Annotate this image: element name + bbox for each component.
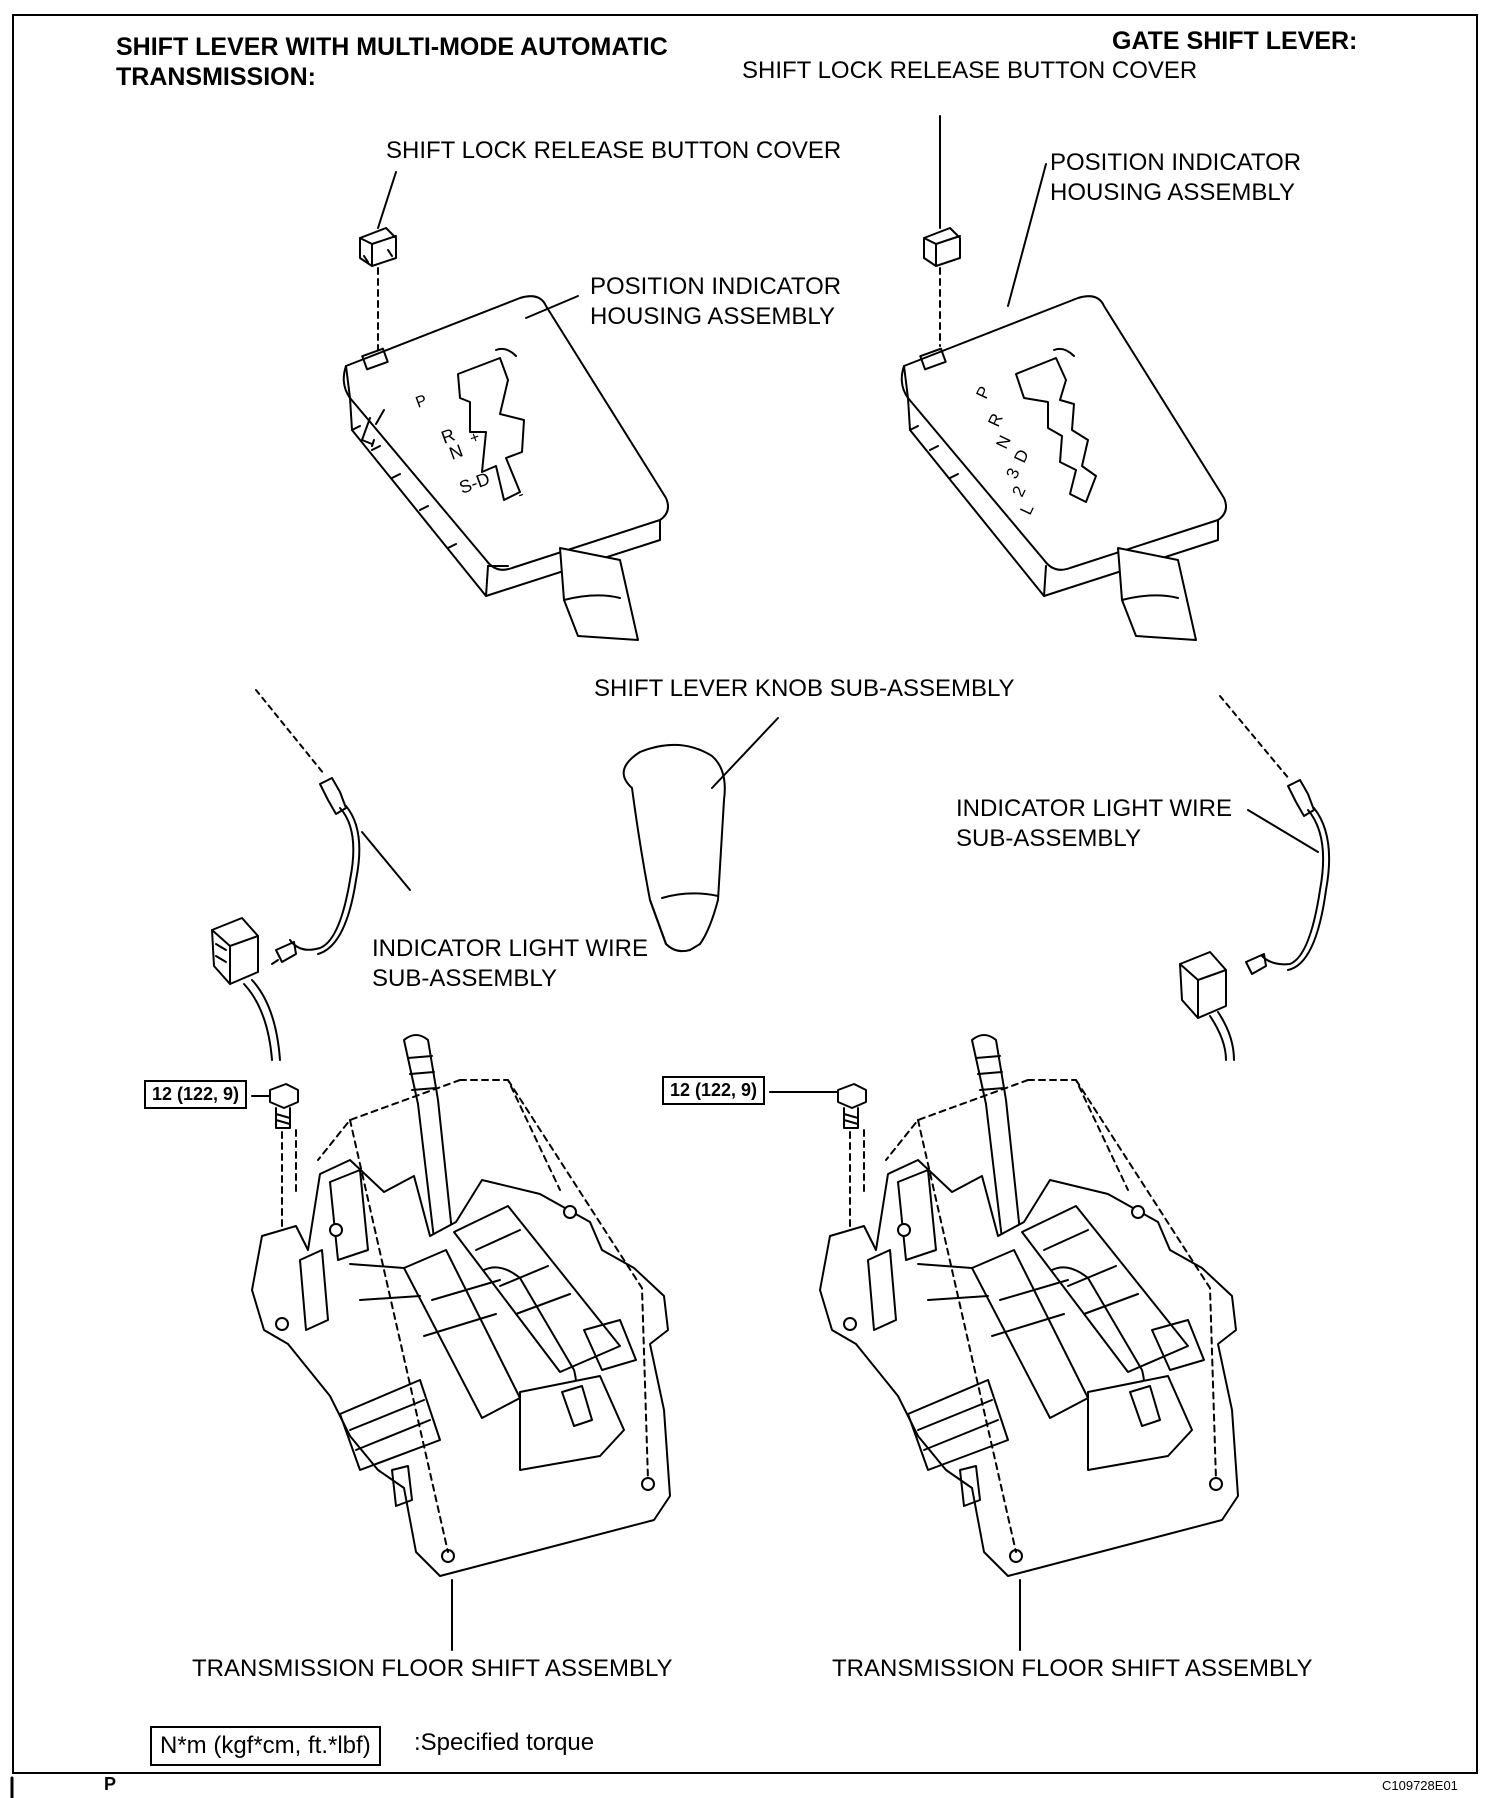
right-housing-label-1: POSITION INDICATOR — [1050, 149, 1302, 176]
figure-code: C109728E01 — [1382, 1778, 1458, 1793]
svg-text:N: N — [447, 441, 466, 464]
left-housing-leader — [525, 295, 579, 319]
left-header-line2: TRANSMISSION: — [116, 63, 316, 91]
right-housing-label-2: HOUSING ASSEMBLY — [1050, 179, 1295, 206]
right-shift-lock-button-cover — [923, 227, 961, 267]
left-housing-label-1: POSITION INDICATOR — [590, 273, 842, 300]
right-indicator-light-wire — [1219, 695, 1331, 975]
right-transmission-floor-shift-assembly — [819, 1034, 1239, 1577]
left-shift-lock-button-cover — [359, 227, 397, 267]
left-torque-value: 12 (122, 9) — [144, 1080, 248, 1109]
right-cover-label: SHIFT LOCK RELEASE BUTTON COVER — [742, 57, 1198, 84]
left-header-line1: SHIFT LEVER WITH MULTI-MODE AUTOMATIC — [116, 33, 668, 61]
shift-lever-knob — [622, 743, 726, 953]
right-connector — [1179, 951, 1235, 1061]
left-cover-leader — [377, 171, 397, 229]
knob-leader — [711, 717, 779, 789]
svg-text:R: R — [439, 425, 458, 448]
knob-label: SHIFT LEVER KNOB SUB-ASSEMBLY — [594, 675, 1015, 702]
left-floor-label: TRANSMISSION FLOOR SHIFT ASSEMBLY — [192, 1655, 673, 1682]
page-mark: P — [104, 1774, 117, 1794]
torque-legend-description: :Specified torque — [414, 1729, 595, 1756]
left-wire-label-1: INDICATOR LIGHT WIRE — [372, 935, 649, 962]
svg-text:-: - — [516, 486, 527, 504]
right-wire-leader — [1247, 809, 1319, 853]
left-wire-label-2: SUB-ASSEMBLY — [372, 965, 557, 992]
diagram-frame — [12, 14, 1478, 1774]
left-indicator-light-wire — [255, 689, 361, 965]
right-torque-value: 12 (122, 9) — [662, 1076, 766, 1105]
right-housing-leader — [1007, 163, 1047, 307]
left-wire-leader — [361, 831, 411, 891]
right-floor-label: TRANSMISSION FLOOR SHIFT ASSEMBLY — [832, 1655, 1313, 1682]
right-position-indicator-housing — [900, 295, 1227, 641]
left-transmission-floor-shift-assembly — [251, 1034, 671, 1577]
left-housing-label-2: HOUSING ASSEMBLY — [590, 303, 835, 330]
right-wire-label-2: SUB-ASSEMBLY — [956, 825, 1141, 852]
right-header: GATE SHIFT LEVER: — [1112, 27, 1358, 55]
left-connector — [211, 917, 281, 1061]
left-cover-label: SHIFT LOCK RELEASE BUTTON COVER — [386, 137, 842, 164]
torque-legend-box: N*m (kgf*cm, ft.*lbf) — [150, 1726, 381, 1766]
right-wire-label-1: INDICATOR LIGHT WIRE — [956, 795, 1233, 822]
left-position-indicator-housing — [342, 295, 669, 641]
